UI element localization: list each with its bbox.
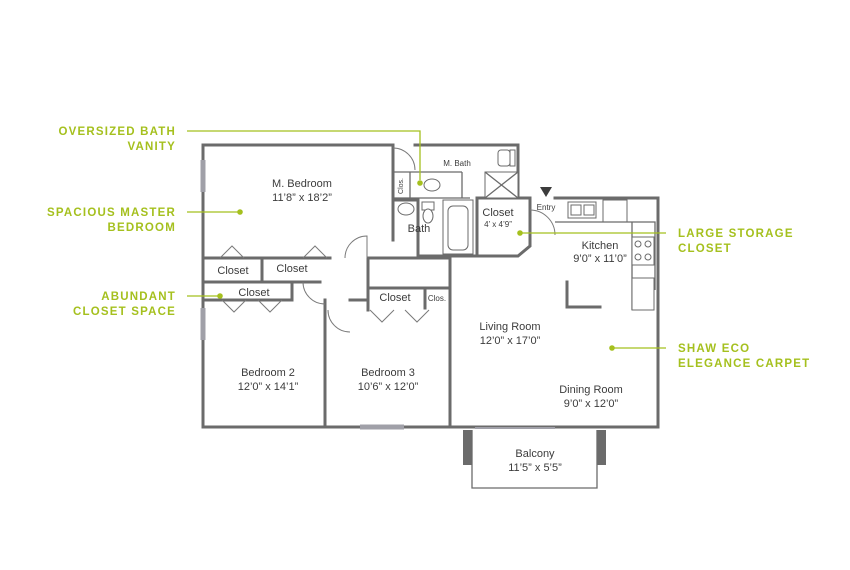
bedroom2-size: 12’0” x 14’1” xyxy=(238,381,299,393)
room-labels: M. Bedroom 11’8” x 18’2” M. Bath Clos. B… xyxy=(217,159,627,474)
storage-closet-size: 4’ x 4’9” xyxy=(484,220,512,229)
callout-carpet-line2: ELEGANCE CARPET xyxy=(678,358,810,370)
door-swings xyxy=(219,147,556,333)
living-room-size: 12’0” x 17’0” xyxy=(480,335,541,347)
callout-leaders xyxy=(187,130,666,351)
callout-bath-vanity-line2: VANITY xyxy=(127,141,176,153)
callouts: OVERSIZED BATH VANITY SPACIOUS MASTER BE… xyxy=(47,126,810,370)
storage-closet-label: Closet xyxy=(482,207,513,219)
dining-room-size: 9’0” x 12’0” xyxy=(564,398,619,410)
living-room-label: Living Room xyxy=(479,321,540,333)
balcony xyxy=(463,427,606,489)
callout-closet-space-line1: ABUNDANT xyxy=(101,291,176,303)
callout-master-bedroom-line2: BEDROOM xyxy=(108,222,176,234)
kitchen-label: Kitchen xyxy=(582,240,619,252)
callout-bath-vanity-line1: OVERSIZED BATH xyxy=(58,126,176,138)
closet-bedroom3-label: Closet xyxy=(379,292,410,304)
callout-storage-closet-line2: CLOSET xyxy=(678,243,732,255)
bedroom2-label: Bedroom 2 xyxy=(241,367,295,379)
bedroom3-size: 10’6” x 12’0” xyxy=(358,381,419,393)
closet-left-label: Closet xyxy=(217,265,248,277)
master-bedroom-size: 11’8” x 18’2” xyxy=(272,192,332,204)
hall-bath-label: Bath xyxy=(408,223,431,235)
balcony-size: 11’5” x 5’5” xyxy=(508,462,562,474)
entry-label: Entry xyxy=(537,203,556,212)
closet-right-label: Closet xyxy=(276,263,307,275)
closet-small-b3-label: Clos. xyxy=(428,294,446,303)
closet-bedroom2-label: Closet xyxy=(238,287,269,299)
interior-walls xyxy=(201,143,602,429)
callout-master-bedroom-line1: SPACIOUS MASTER xyxy=(47,207,176,219)
fixtures xyxy=(397,149,656,311)
master-bedroom-label: M. Bedroom xyxy=(272,178,332,190)
callout-storage-closet-line1: LARGE STORAGE xyxy=(678,228,794,240)
callout-closet-space-line2: CLOSET SPACE xyxy=(73,306,176,318)
windows xyxy=(200,160,404,430)
callout-carpet-line1: SHAW ECO xyxy=(678,343,750,355)
master-bath-label: M. Bath xyxy=(443,159,471,168)
kitchen-size: 9’0” x 11’0” xyxy=(573,253,627,265)
balcony-label: Balcony xyxy=(515,448,555,460)
dining-room-label: Dining Room xyxy=(559,384,623,396)
master-clos-label: Clos. xyxy=(398,178,405,194)
bedroom3-label: Bedroom 3 xyxy=(361,367,415,379)
